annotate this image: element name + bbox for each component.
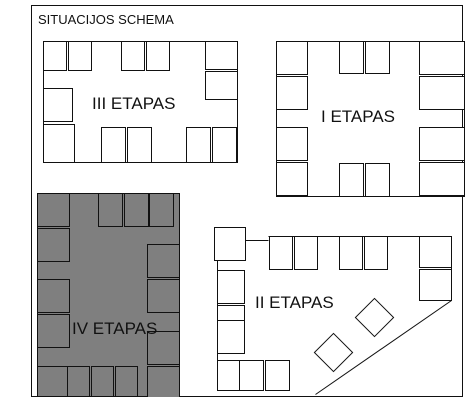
stage-iv-unit [147,331,180,365]
stage-ii-unit [294,236,318,270]
stage-ii-unit [217,270,245,304]
stage-i-unit [419,76,465,110]
stage-iv-unit [147,279,180,313]
stage-iii-unit [186,127,211,163]
stage-i-unit [365,163,390,197]
schema-title: SITUACIJOS SCHEMA [38,12,174,27]
stage-iv-unit [124,193,149,227]
stage-iv-label: IV ETAPAS [72,319,157,338]
stage-iii-unit [43,88,73,122]
stage-i-unit [276,76,308,110]
stage-iii-unit [68,41,92,71]
stage-i-unit [419,162,465,196]
stage-iii-unit [43,124,75,163]
stage-iii-unit [212,127,237,163]
stage-ii-unit [339,236,363,270]
stage-iii-unit [127,127,152,163]
stage-iv-unit [37,193,70,227]
stage-i-unit [276,162,308,196]
stage-iii-label: III ETAPAS [92,94,175,113]
stage-iii-area: III ETAPAS [43,41,238,163]
stage-iii-unit [121,41,145,71]
stage-ii-label: II ETAPAS [255,293,334,312]
stage-ii-unit [364,236,388,270]
stage-iv-unit [37,228,70,262]
stage-iv-unit [37,314,70,348]
stage-ii-unit [419,269,452,301]
stage-i-unit [339,41,364,74]
stage-ii-unit [354,297,395,338]
stage-iii-unit [205,71,238,100]
stage-ii-unit [214,227,246,261]
stage-iv-unit [115,366,138,397]
stage-ii-unit [313,332,354,373]
stage-i-unit [419,127,465,161]
stage-i-unit [365,41,390,74]
stage-ii-unit [419,236,452,268]
stage-iv-unit [147,244,180,278]
stage-iii-unit [146,41,170,71]
stage-iv-unit [98,193,123,227]
stage-i-unit [419,41,465,75]
stage-iv-unit [91,366,114,397]
stage-ii-unit [269,236,293,270]
stage-iv-unit [37,279,70,313]
stage-i-unit [276,41,308,75]
stage-i-area: I ETAPAS [276,41,465,197]
stage-ii-unit [239,360,264,391]
stage-iii-unit [205,41,238,70]
stage-iv-unit [149,193,174,227]
stage-i-unit [276,127,308,161]
stage-iv-unit [67,366,90,397]
stage-iv-area: IV ETAPAS [37,193,180,397]
stage-iii-unit [101,127,126,163]
stage-i-unit [339,163,364,197]
stage-ii-unit [265,360,290,391]
stage-iv-unit [147,366,180,397]
stage-ii-unit [217,320,245,354]
stage-iii-unit [43,41,67,71]
stage-i-label: I ETAPAS [321,107,395,126]
stage-iv-unit [37,366,68,397]
stage-ii-area: II ETAPAS [214,227,452,395]
